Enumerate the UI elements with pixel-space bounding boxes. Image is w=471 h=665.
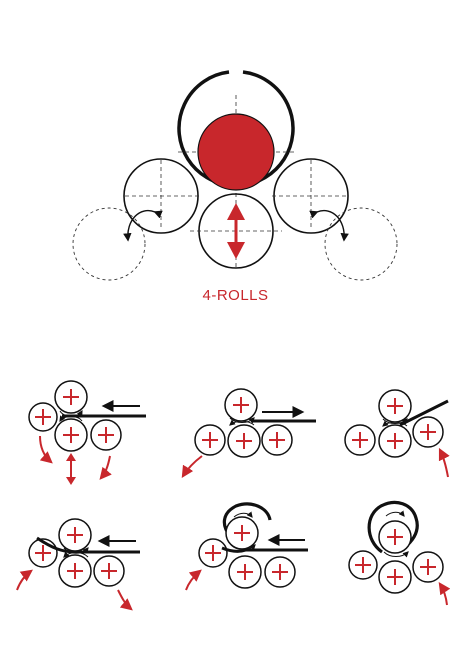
right-roll-arrow-icon bbox=[438, 582, 451, 606]
step-4-diagram bbox=[16, 518, 140, 611]
step-1-diagram bbox=[28, 380, 146, 485]
roll-left bbox=[28, 402, 58, 432]
diagram-caption: 4-ROLLS bbox=[202, 287, 269, 304]
bottom-roll-up-down-arrow-icon bbox=[66, 453, 76, 485]
left-side-roll-alt bbox=[72, 207, 146, 281]
left-roll-arrow-icon bbox=[39, 435, 53, 464]
roll-left bbox=[348, 550, 378, 580]
plate bbox=[222, 502, 272, 539]
roll-bottom bbox=[58, 554, 92, 588]
roll-right bbox=[261, 424, 293, 456]
right-roll-swing-arrow-icon bbox=[309, 209, 349, 242]
left-roll-arrow-icon bbox=[181, 455, 203, 479]
plate bbox=[399, 399, 449, 427]
roll-right bbox=[93, 555, 125, 587]
roll-right bbox=[264, 556, 296, 588]
step-5-diagram bbox=[185, 502, 308, 591]
roll-left bbox=[194, 424, 226, 456]
top-roll bbox=[197, 113, 275, 191]
step-2-diagram bbox=[181, 388, 316, 479]
roll-right bbox=[90, 419, 122, 451]
roll-top bbox=[224, 388, 258, 422]
roll-bottom bbox=[228, 555, 262, 589]
step-6-diagram bbox=[348, 500, 451, 606]
right-roll-arrow-icon bbox=[117, 589, 133, 611]
left-roll-arrow-icon bbox=[185, 569, 202, 591]
roll-bottom bbox=[378, 424, 412, 458]
roll-top bbox=[54, 380, 88, 414]
right-roll-arrow-icon bbox=[438, 447, 450, 478]
roll-left bbox=[28, 538, 58, 568]
main-schematic bbox=[72, 70, 398, 281]
left-roll-swing-arrow-icon bbox=[123, 209, 163, 242]
roll-bottom bbox=[378, 560, 412, 594]
roll-left bbox=[198, 538, 228, 568]
step-3-diagram bbox=[344, 389, 450, 478]
left-roll-arrow-icon bbox=[16, 569, 33, 591]
roll-top bbox=[378, 520, 412, 554]
roll-right bbox=[412, 551, 444, 583]
roll-right bbox=[412, 416, 444, 448]
plate bbox=[367, 500, 419, 554]
roll-top bbox=[58, 518, 92, 552]
roll-left bbox=[344, 424, 376, 456]
vertical-adjust-arrow-icon bbox=[227, 203, 245, 259]
right-side-roll-alt bbox=[324, 207, 398, 281]
plate bbox=[36, 536, 140, 554]
roll-top bbox=[225, 516, 259, 550]
roll-bottom bbox=[227, 424, 261, 458]
roll-bottom bbox=[54, 418, 88, 452]
right-roll-arrow-icon bbox=[99, 455, 112, 480]
roll-top bbox=[378, 389, 412, 423]
